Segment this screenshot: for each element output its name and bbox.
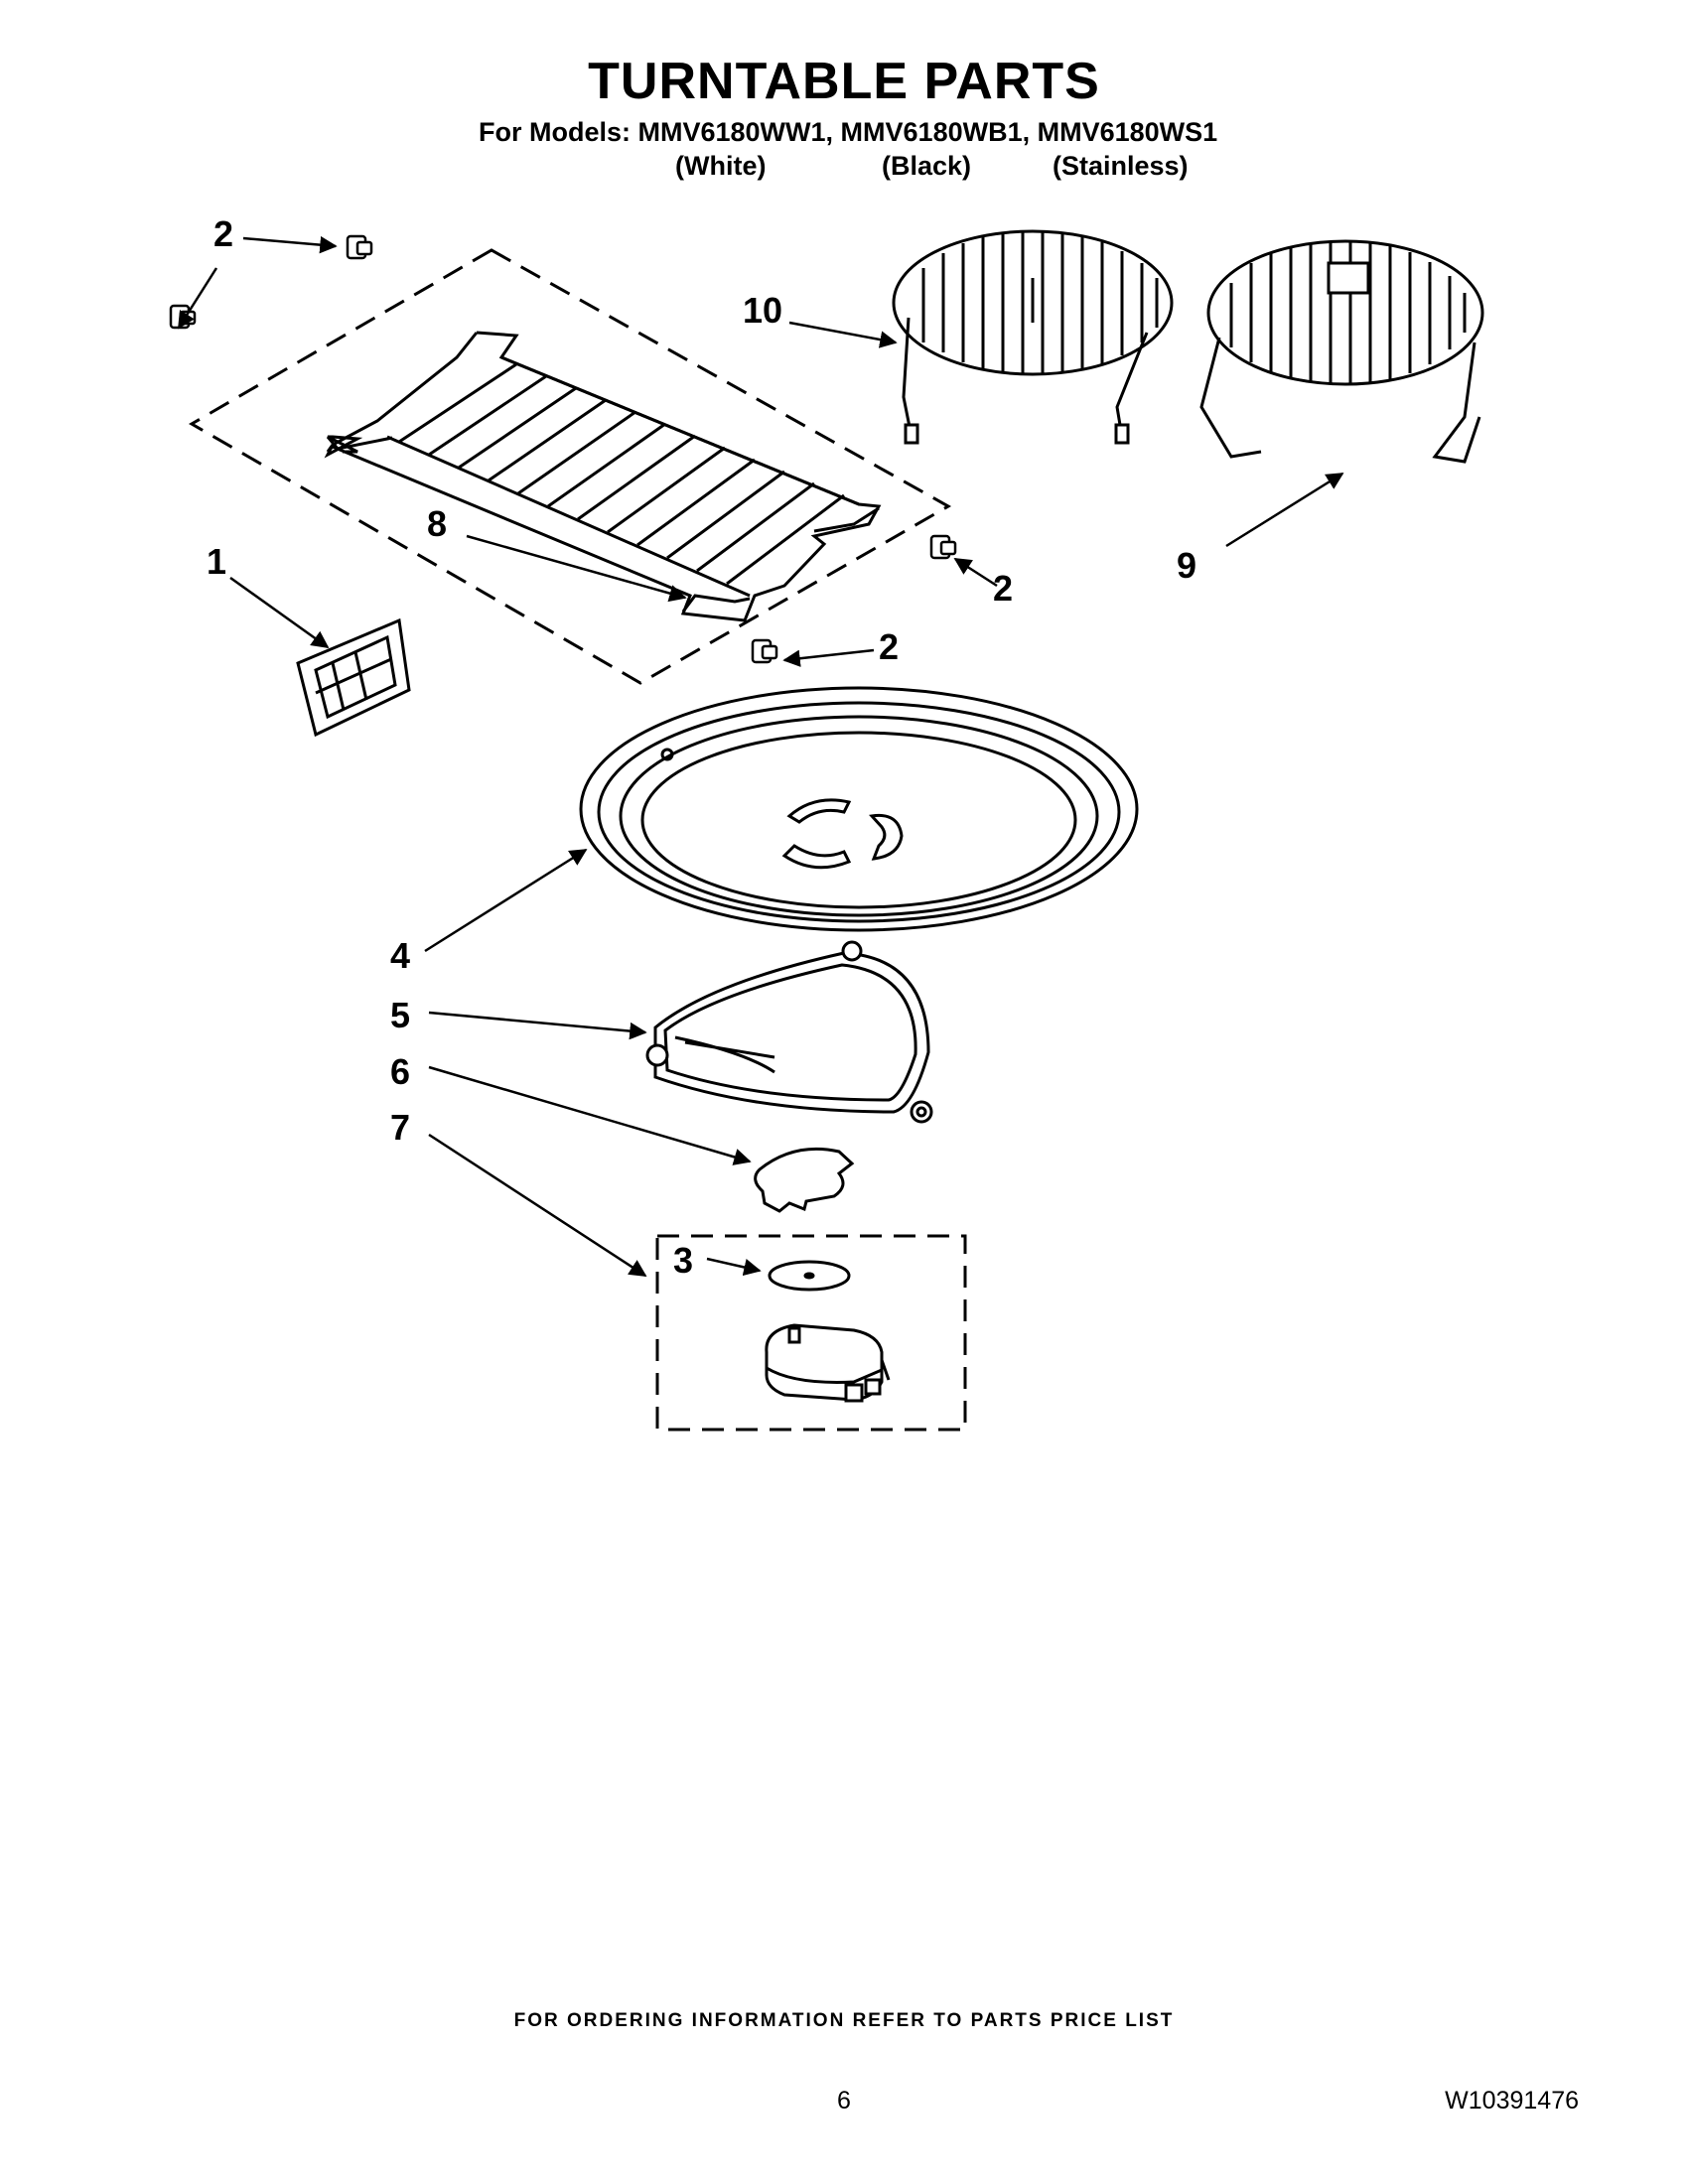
ordering-note: FOR ORDERING INFORMATION REFER TO PARTS … xyxy=(513,2010,1175,2031)
document-number: W10391476 xyxy=(1445,2087,1579,2115)
callout-10: 10 xyxy=(743,290,782,331)
part-2-clip-right xyxy=(929,534,957,560)
part-3-motor-disc xyxy=(768,1260,851,1292)
callout-3: 3 xyxy=(673,1240,693,1281)
callout-5: 5 xyxy=(390,995,410,1035)
variant-black: (Black) xyxy=(882,151,972,181)
part-2-clip-lower xyxy=(751,638,778,664)
part-5-roller-support xyxy=(645,940,933,1124)
callout-8: 8 xyxy=(427,503,447,544)
leader-lines xyxy=(177,235,1344,1278)
variant-stainless: (Stainless) xyxy=(1053,151,1189,181)
callout-7: 7 xyxy=(390,1107,410,1148)
callout-1: 1 xyxy=(207,541,226,582)
part-4-turntable-tray xyxy=(579,686,1139,932)
part-2-clip-top xyxy=(346,234,373,260)
models-line: For Models: MMV6180WW1, MMV6180WB1, MMV6… xyxy=(479,117,1218,147)
callout-2-top: 2 xyxy=(213,213,233,254)
callout-2-right: 2 xyxy=(993,568,1013,609)
part-8-wire-rack xyxy=(324,331,882,622)
rack-kit-boundary xyxy=(189,248,952,685)
part-9-large-round-rack xyxy=(1199,239,1484,464)
turntable-motor xyxy=(765,1323,891,1403)
page-number: 6 xyxy=(837,2087,851,2115)
callout-6: 6 xyxy=(390,1051,410,1092)
part-1-waveguide-cover xyxy=(296,617,411,738)
callout-2-lower: 2 xyxy=(879,626,899,667)
variant-white: (White) xyxy=(675,151,767,181)
callout-9: 9 xyxy=(1177,545,1196,586)
motor-kit-boundary xyxy=(655,1234,967,1432)
part-6-coupler xyxy=(754,1147,855,1213)
callout-4: 4 xyxy=(390,935,410,976)
page-title: TURNTABLE PARTS xyxy=(588,53,1100,110)
part-10-small-round-rack xyxy=(892,229,1174,445)
